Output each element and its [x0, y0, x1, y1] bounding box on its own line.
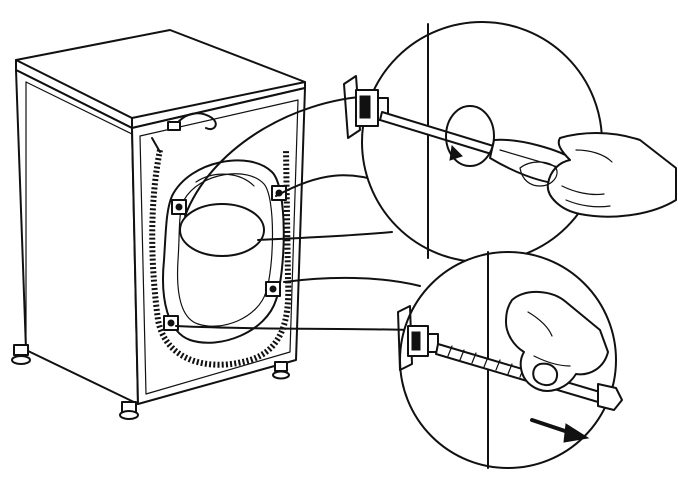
machine-transit-bolt-bottom-right — [265, 281, 281, 297]
machine-transit-bolt-top-right — [271, 185, 287, 201]
washing-machine — [11, 29, 306, 420]
machine-transit-bolt-bottom-left — [163, 315, 179, 331]
drum-back-cover — [162, 159, 285, 344]
power-cable — [174, 112, 217, 130]
machine-transit-bolt-top-left — [171, 199, 187, 215]
hand-pulling-bolt — [505, 291, 609, 392]
machine-feet — [11, 344, 290, 420]
pull-direction-arrow-icon — [530, 418, 590, 443]
detail-pull-out-transit-bolt — [397, 251, 623, 469]
detail-unscrew-transit-bolt — [343, 21, 677, 263]
hand-holding-screwdriver — [519, 132, 677, 218]
counter-clockwise-rotation-arrow-icon — [445, 105, 495, 167]
machine-side-panel — [15, 69, 139, 405]
